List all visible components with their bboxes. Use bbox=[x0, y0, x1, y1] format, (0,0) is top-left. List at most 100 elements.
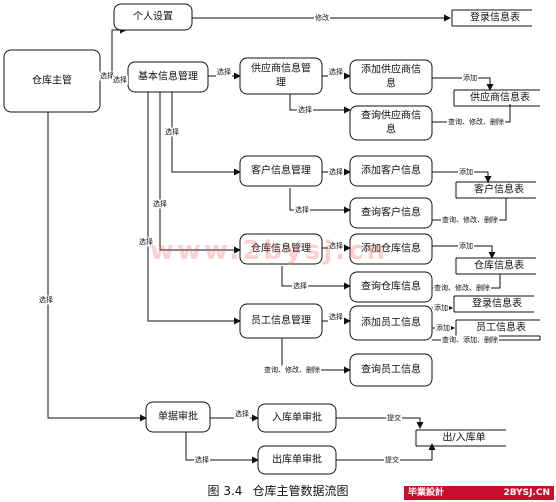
label-select-customer-add: 选择 bbox=[329, 167, 343, 176]
node-add-supplier-label-2: 息 bbox=[386, 77, 396, 90]
store-login-emp-label: 登录信息表 bbox=[472, 297, 522, 310]
label-select-outbound-bg bbox=[194, 455, 210, 465]
node-warehouse-mgmt bbox=[239, 233, 323, 265]
label-select-manager-approval: 选择 bbox=[39, 295, 53, 304]
label-select-employee-add-bg bbox=[328, 312, 344, 322]
label-add-customer-store-bg bbox=[458, 167, 474, 177]
edge-add-supplier-to-table bbox=[432, 77, 494, 91]
logo-site: 2BYSJ.CN bbox=[503, 488, 550, 498]
node-customer-mgmt-label: 客户信息管理 bbox=[251, 164, 311, 177]
label-qmd-employee-bg bbox=[263, 365, 321, 375]
label-qad-employee: 查询、添加、删除 bbox=[442, 335, 498, 344]
label-select-supplier-query: 选择 bbox=[298, 105, 312, 114]
store-supplier bbox=[453, 89, 540, 107]
label-select-manager-1-bg bbox=[99, 71, 115, 81]
node-query-warehouse-label: 查询仓库信息 bbox=[361, 280, 421, 293]
label-select-inbound: 选择 bbox=[235, 409, 249, 418]
label-qad-employee-bg bbox=[441, 335, 499, 345]
node-query-employee bbox=[349, 353, 433, 387]
label-select-basic-2: 选择 bbox=[153, 199, 167, 208]
label-select-customer-query-bg bbox=[294, 205, 310, 215]
store-io-label: 出/入库单 bbox=[442, 431, 485, 444]
label-qmd-customer-bg bbox=[441, 215, 499, 225]
label-select-basic-1-bg bbox=[164, 127, 180, 137]
label-qmd-customer: 查询、修改、删除 bbox=[442, 215, 498, 224]
label-select-warehouse-query-bg bbox=[292, 281, 308, 291]
node-add-supplier-label-1: 添加供应商信 bbox=[361, 63, 421, 76]
node-employee-mgmt bbox=[239, 303, 323, 339]
node-query-supplier-label-1: 查询供应商信 bbox=[361, 109, 421, 122]
label-select-basic-3: 选择 bbox=[139, 237, 153, 246]
label-submit-inbound-bg bbox=[386, 413, 402, 423]
label-select-customer-query: 选择 bbox=[295, 205, 309, 214]
edge-approval-to-outbound bbox=[185, 432, 259, 464]
label-add-warehouse-store: 添加 bbox=[459, 241, 473, 250]
store-customer-label: 客户信息表 bbox=[474, 183, 524, 196]
label-select-basic-1: 选择 bbox=[165, 127, 179, 136]
node-add-customer bbox=[349, 155, 433, 187]
store-supplier-label: 供应商信息表 bbox=[470, 91, 530, 104]
edge-basic-to-employee bbox=[147, 92, 241, 325]
label-add-customer-store: 添加 bbox=[459, 167, 473, 176]
node-warehouse-mgmt-label: 仓库信息管理 bbox=[251, 242, 311, 255]
edge-add-customer-to-table bbox=[432, 171, 492, 183]
label-select-basic-supplier: 选择 bbox=[217, 67, 231, 76]
edge-basic-to-customer bbox=[171, 92, 241, 176]
label-select-warehouse-add: 选择 bbox=[329, 241, 343, 250]
store-warehouse-label: 仓库信息表 bbox=[474, 259, 524, 272]
node-supplier-mgmt bbox=[239, 57, 323, 95]
label-qmd-supplier-bg bbox=[447, 117, 505, 127]
label-add-warehouse-store-bg bbox=[458, 241, 474, 251]
label-select-warehouse-add-bg bbox=[328, 241, 344, 251]
edge-outbound-to-io bbox=[336, 443, 436, 461]
node-outbound-approval bbox=[257, 445, 337, 475]
label-add-emp-login-bg bbox=[433, 303, 449, 313]
label-select-supplier-query-bg bbox=[297, 105, 313, 115]
node-add-employee-label: 添加员工信息 bbox=[361, 316, 421, 329]
data-flow-diagram: 仓库主管个人设置基本信息管理供应商信息管理添加供应商信息查询供应商信息客户信息管… bbox=[3, 3, 541, 475]
node-add-warehouse-label: 添加仓库信息 bbox=[361, 242, 421, 255]
node-query-employee-label: 查询员工信息 bbox=[361, 363, 421, 376]
label-select-basic-supplier-bg bbox=[216, 67, 232, 77]
node-supplier-mgmt-label-1: 供应商信息管 bbox=[251, 62, 311, 75]
node-add-customer-label: 添加客户信息 bbox=[361, 164, 421, 177]
edge-inbound-to-io bbox=[336, 417, 424, 429]
site-logo: 毕業設計 2BYSJ.CN bbox=[404, 486, 554, 500]
node-warehouse-manager-label: 仓库主管 bbox=[32, 74, 72, 87]
label-select-basic-3-bg bbox=[138, 237, 154, 247]
node-warehouse-manager bbox=[3, 49, 101, 113]
watermark-text: www.2bysj.cn bbox=[150, 236, 389, 266]
labels: 修改选择选择选择选择选择添加查询、修改、删除选择选择选择添加查询、修改、删除选择… bbox=[38, 13, 505, 465]
node-query-customer-label: 查询客户信息 bbox=[361, 206, 421, 219]
figure-title: 仓库主管数据流图 bbox=[252, 484, 349, 498]
node-add-supplier bbox=[349, 59, 433, 95]
label-select-manager-approval-bg bbox=[38, 295, 54, 305]
label-qmd-employee: 查询、修改、删除 bbox=[264, 365, 320, 374]
label-select-manager-2-bg bbox=[112, 75, 128, 85]
store-io bbox=[415, 429, 506, 447]
store-login-top bbox=[451, 9, 532, 27]
label-select-supplier-add-bg bbox=[328, 67, 344, 77]
node-inbound-approval bbox=[257, 403, 337, 433]
label-select-outbound: 选择 bbox=[195, 455, 209, 464]
label-add-emp-table: 添加 bbox=[436, 323, 450, 332]
label-add-supplier-store-bg bbox=[462, 73, 478, 83]
edge-basic-to-warehouse bbox=[159, 92, 241, 254]
edge-add-warehouse-to-table bbox=[432, 245, 496, 259]
label-add-emp-login: 添加 bbox=[434, 303, 448, 312]
node-basic-info-mgmt-label: 基本信息管理 bbox=[138, 70, 198, 83]
store-login-top-label: 登录信息表 bbox=[470, 11, 520, 24]
label-qmd-supplier: 查询、修改、删除 bbox=[448, 117, 504, 126]
edge-supplier-to-query bbox=[289, 94, 351, 114]
logo-name: 毕業設計 bbox=[408, 488, 445, 498]
edge-manager-to-approval bbox=[47, 112, 147, 422]
nodes: 仓库主管个人设置基本信息管理供应商信息管理添加供应商信息查询供应商信息客户信息管… bbox=[3, 3, 540, 475]
label-select-warehouse-query: 选择 bbox=[293, 281, 307, 290]
node-doc-approval bbox=[145, 401, 211, 433]
label-submit-outbound: 提交 bbox=[385, 455, 399, 464]
node-outbound-approval-label: 出库单审批 bbox=[272, 453, 322, 466]
node-add-warehouse bbox=[349, 233, 433, 265]
node-query-warehouse bbox=[349, 271, 433, 303]
